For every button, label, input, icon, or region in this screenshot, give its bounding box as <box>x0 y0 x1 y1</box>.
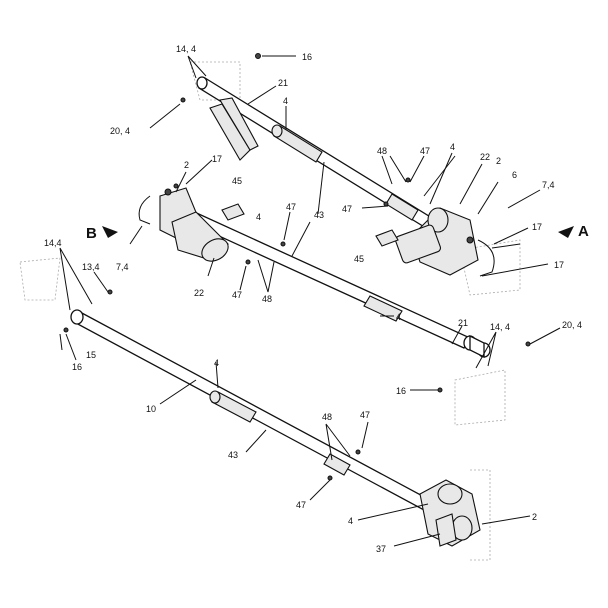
callout-21-right: 21 <box>458 318 468 328</box>
marker-b-label: B <box>86 225 97 242</box>
hardware-bits <box>63 53 531 481</box>
callout-labels: 14, 4 16 21 20, 4 4 2 17 45 48 47 4 22 2… <box>44 44 582 554</box>
bottom-motor <box>419 479 481 547</box>
callout-13-4-left: 13,4 <box>82 262 100 272</box>
callout-17-left: 17 <box>212 154 222 164</box>
callout-16-top: 16 <box>302 52 312 62</box>
callout-4-top: 4 <box>283 96 288 106</box>
callout-4-center: 4 <box>396 312 401 322</box>
callout-4-right-top: 4 <box>450 142 455 152</box>
callout-22-right: 22 <box>480 152 490 162</box>
plate-45-right <box>375 229 399 247</box>
left-motor <box>138 183 229 262</box>
callout-47-top: 47 <box>420 146 430 156</box>
callout-4-mid: 4 <box>256 212 261 222</box>
callout-6-right: 6 <box>512 170 517 180</box>
callout-16-right: 16 <box>396 386 406 396</box>
callout-45-left: 45 <box>232 176 242 186</box>
callout-4-lower: 4 <box>214 358 219 368</box>
callout-7-4-left: 7,4 <box>116 262 129 272</box>
callout-15-left: 15 <box>86 350 96 360</box>
callout-4-bottom: 4 <box>348 516 353 526</box>
callout-14-4-left: 14,4 <box>44 238 62 248</box>
callout-47-lower2: 47 <box>296 500 306 510</box>
callout-47-mid2: 47 <box>286 202 296 212</box>
callout-14-4-right: 14, 4 <box>490 322 510 332</box>
plate-45-left <box>221 203 245 221</box>
callout-47-left: 47 <box>232 290 242 300</box>
callout-20-4-right: 20, 4 <box>562 320 582 330</box>
callout-17-right2: 17 <box>554 260 564 270</box>
callout-48-left: 48 <box>262 294 272 304</box>
callout-7-4-right: 7,4 <box>542 180 555 190</box>
lower-shaft-assembly <box>70 309 431 511</box>
marker-a-label: A <box>578 223 589 240</box>
view-marker-b: B <box>86 225 118 242</box>
right-motor <box>394 207 521 277</box>
view-marker-a: A <box>558 223 589 240</box>
callout-45-right: 45 <box>354 254 364 264</box>
upper-bracket <box>209 97 259 161</box>
callout-48-top: 48 <box>377 146 387 156</box>
callout-16-left: 16 <box>72 362 82 372</box>
callout-22-left: 22 <box>194 288 204 298</box>
callout-48-lower: 48 <box>322 412 332 422</box>
callout-37-bottom: 37 <box>376 544 386 554</box>
middle-shaft-assembly <box>183 209 491 359</box>
callout-47-mid: 47 <box>342 204 352 214</box>
callout-2-right: 2 <box>496 156 501 166</box>
callout-2-left: 2 <box>184 160 189 170</box>
callout-2-bottom: 2 <box>532 512 537 522</box>
leader-lines <box>59 55 561 547</box>
callout-47-lower: 47 <box>360 410 370 420</box>
callout-21-top: 21 <box>278 78 288 88</box>
callout-43-lower: 43 <box>228 450 238 460</box>
callout-43-top: 43 <box>314 210 324 220</box>
callout-20-4-top: 20, 4 <box>110 126 130 136</box>
callout-17-right: 17 <box>532 222 542 232</box>
callout-10-lower: 10 <box>146 404 156 414</box>
callout-14-4-top: 14, 4 <box>176 44 196 54</box>
